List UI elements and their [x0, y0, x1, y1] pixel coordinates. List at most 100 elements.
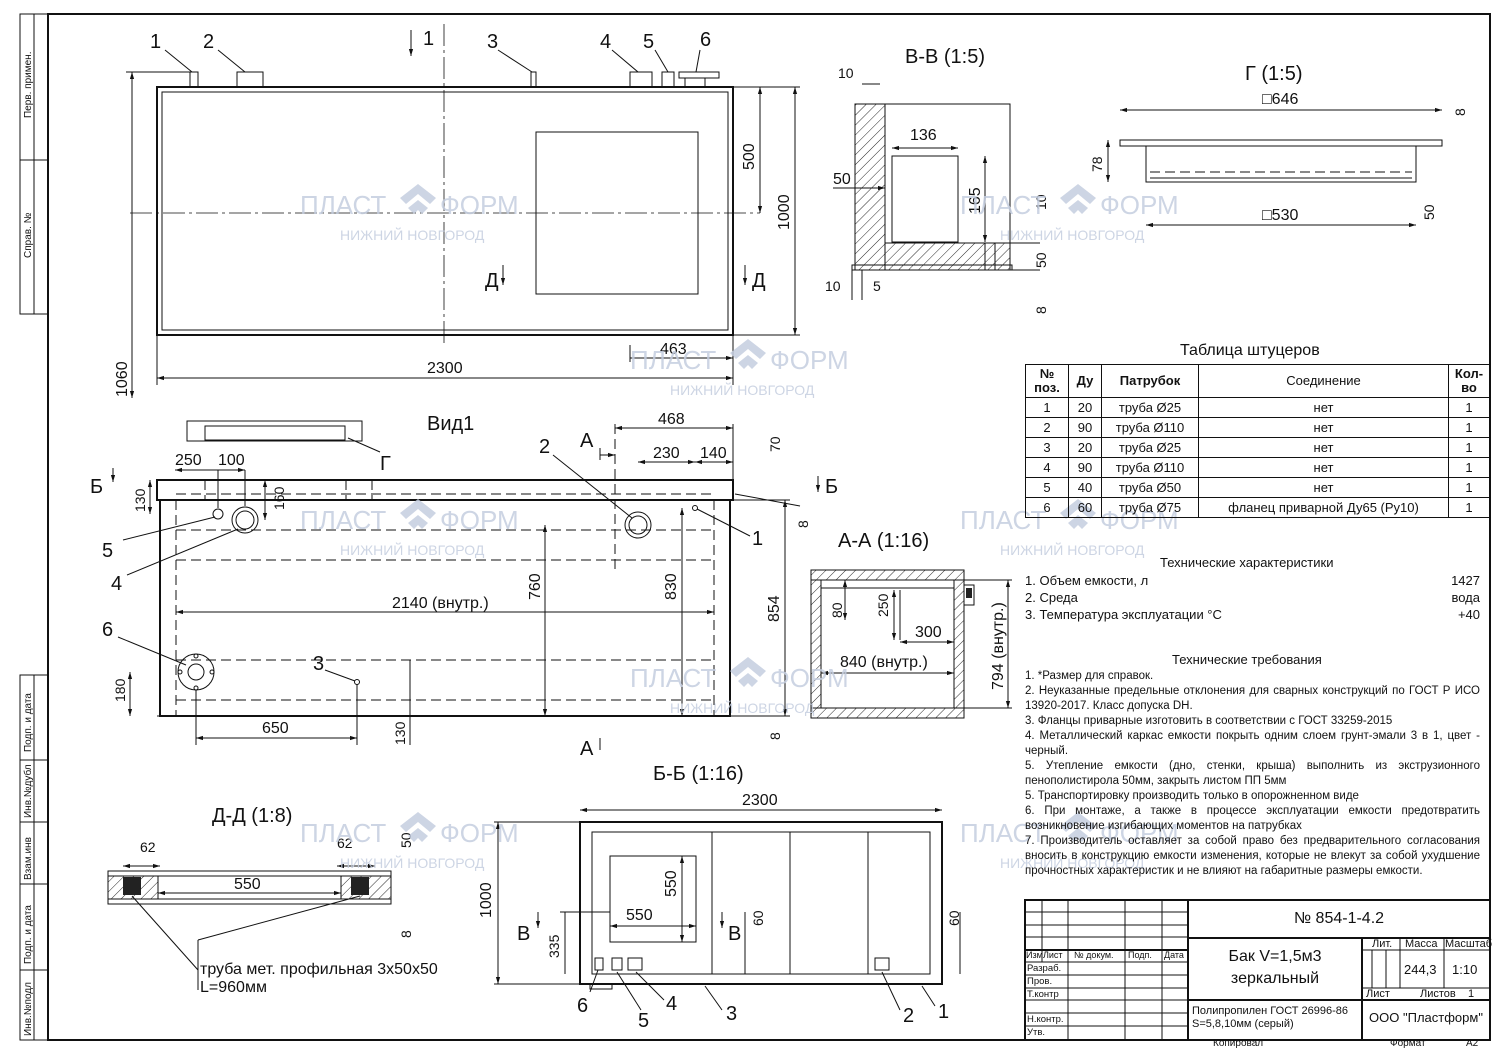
sheet-label: Лист — [1366, 988, 1390, 1000]
cell: 20 — [1068, 437, 1102, 458]
role-2: Т.контр — [1027, 989, 1059, 1000]
bb-dim-335: 335 — [546, 934, 562, 958]
doc-name-1: Бак V=1,5м3 — [1228, 948, 1322, 965]
wm3-left: ПЛАСТ — [630, 345, 716, 375]
bb-section-v-right: В — [728, 923, 741, 945]
material-2: S=5,8,10мм (серый) — [1192, 1018, 1294, 1030]
vv-dim-50: 50 — [833, 171, 851, 188]
vid1-callout-5: 5 — [102, 540, 113, 562]
aa-dim-250: 250 — [875, 593, 891, 617]
req-item: 6. При монтаже, а также в процессе экспл… — [1025, 805, 1480, 832]
top-dim-width: 1000 — [776, 194, 793, 230]
dd-note-2: L=960мм — [200, 979, 267, 996]
tech-specs-title: Технические характеристики — [1160, 555, 1334, 570]
vid1-dim-230: 230 — [653, 445, 680, 462]
top-callout-5: 5 — [643, 31, 654, 53]
wm2-left: ПЛАСТ — [960, 190, 1046, 220]
top-section-d-left: Д — [485, 270, 499, 292]
g-dim-top: □646 — [1262, 91, 1298, 108]
vid1-dim-8b: 8 — [767, 732, 783, 740]
wm6-right: ФОРМ — [770, 663, 849, 693]
aa-title: А-А (1:16) — [838, 530, 929, 552]
role-3: Н.контр. — [1027, 1014, 1064, 1025]
vid1-dim-854: 854 — [766, 595, 783, 622]
vv-dim-10c: 10 — [825, 278, 841, 294]
scale-value: 1:10 — [1452, 962, 1478, 977]
vid1-callout-4: 4 — [111, 573, 122, 595]
wm4-left: ПЛАСТ — [300, 505, 386, 535]
col-docnum: № докум. — [1074, 950, 1114, 960]
cell: 2 — [1025, 417, 1069, 438]
vid1-dim-130b: 130 — [392, 721, 408, 745]
lit-label: Лит. — [1372, 938, 1393, 950]
stamp-text-2: Подп. и дата — [23, 693, 34, 752]
vid1-dim-468: 468 — [658, 411, 685, 428]
cell: нет — [1198, 397, 1449, 418]
format-value: А2 — [1466, 1038, 1479, 1049]
section-dd: Д-Д (1:8) 62 62 550 50 8 труба мет. проф… — [107, 805, 438, 996]
bb-dim-550v: 550 — [663, 870, 680, 897]
wm5-city: НИЖНИЙ НОВГОРОД — [1000, 541, 1145, 558]
wm4-right: ФОРМ — [440, 505, 519, 535]
vv-dim-50b: 50 — [1033, 252, 1049, 268]
req-item: 1. *Размер для справок. — [1025, 670, 1154, 682]
wm1-logo-icon — [400, 184, 436, 214]
wm1-left: ПЛАСТ — [300, 190, 386, 220]
mass-label: Масса — [1405, 938, 1438, 950]
tech-requirements: 1. *Размер для справок. 2. Неуказанные п… — [1025, 669, 1480, 879]
bb-dim-1000: 1000 — [478, 882, 495, 918]
bb-dim-550h: 550 — [626, 907, 653, 924]
cell: нет — [1198, 457, 1449, 478]
cell: 6 — [1025, 497, 1069, 518]
bb-callout-5: 5 — [638, 1010, 649, 1032]
stamp-text-0: Перв. примен. — [23, 52, 34, 118]
vid1-title: Вид1 — [427, 413, 474, 435]
cell: 1 — [1448, 437, 1490, 458]
dd-title: Д-Д (1:8) — [212, 805, 292, 827]
spec-label: 2. Среда — [1025, 590, 1078, 605]
cell: 90 — [1068, 417, 1102, 438]
sheet-frame — [47, 13, 1491, 1041]
wm2-city: НИЖНИЙ НОВГОРОД — [1000, 226, 1145, 243]
cell: труба Ø50 — [1101, 477, 1199, 498]
vv-title: В-В (1:5) — [905, 46, 985, 68]
cell: 5 — [1025, 477, 1069, 498]
bb-callout-6: 6 — [577, 995, 588, 1017]
sheets-value: 1 — [1468, 988, 1475, 1000]
vid1-dim-140: 140 — [700, 445, 727, 462]
spec-value: 1427 — [1451, 573, 1480, 588]
mass-value: 244,3 — [1404, 962, 1437, 977]
vv-dim-10b: 10 — [1033, 194, 1049, 210]
vid1-section-b-left: Б — [90, 476, 103, 498]
cell: 1 — [1448, 477, 1490, 498]
wm6-city: НИЖНИЙ НОВГОРОД — [670, 699, 815, 716]
aa-dim-794: 794 (внутр.) — [990, 602, 1007, 690]
table-header-row: № поз. Ду Патрубок Соединение Кол-во — [1025, 364, 1490, 398]
wm8-city: НИЖНИЙ НОВГОРОД — [1000, 854, 1145, 871]
wm1-right: ФОРМ — [440, 190, 519, 220]
vid1-callout-6: 6 — [102, 619, 113, 641]
cell: 1 — [1448, 457, 1490, 478]
cell: 1 — [1025, 397, 1069, 418]
col-list: Лист — [1043, 950, 1063, 960]
wm3-right: ФОРМ — [770, 345, 849, 375]
req-item: 7. Производитель оставляет за собой прав… — [1025, 835, 1480, 877]
cell: труба Ø75 — [1101, 497, 1199, 518]
col-qty: Кол-во — [1448, 364, 1490, 398]
col-sign: Подп. — [1128, 950, 1152, 960]
vid1-section-a-bottom: А — [580, 738, 594, 760]
role-0: Разраб. — [1027, 963, 1062, 974]
spec-value: +40 — [1457, 607, 1480, 622]
wm2-logo-icon — [1060, 184, 1096, 214]
top-dim-length: 2300 — [427, 360, 463, 377]
col-du: Ду — [1068, 364, 1102, 398]
sheets-label: Листов — [1420, 988, 1456, 1000]
cell: 20 — [1068, 397, 1102, 418]
view-1: Вид1 Г 2 1 — [90, 411, 838, 760]
